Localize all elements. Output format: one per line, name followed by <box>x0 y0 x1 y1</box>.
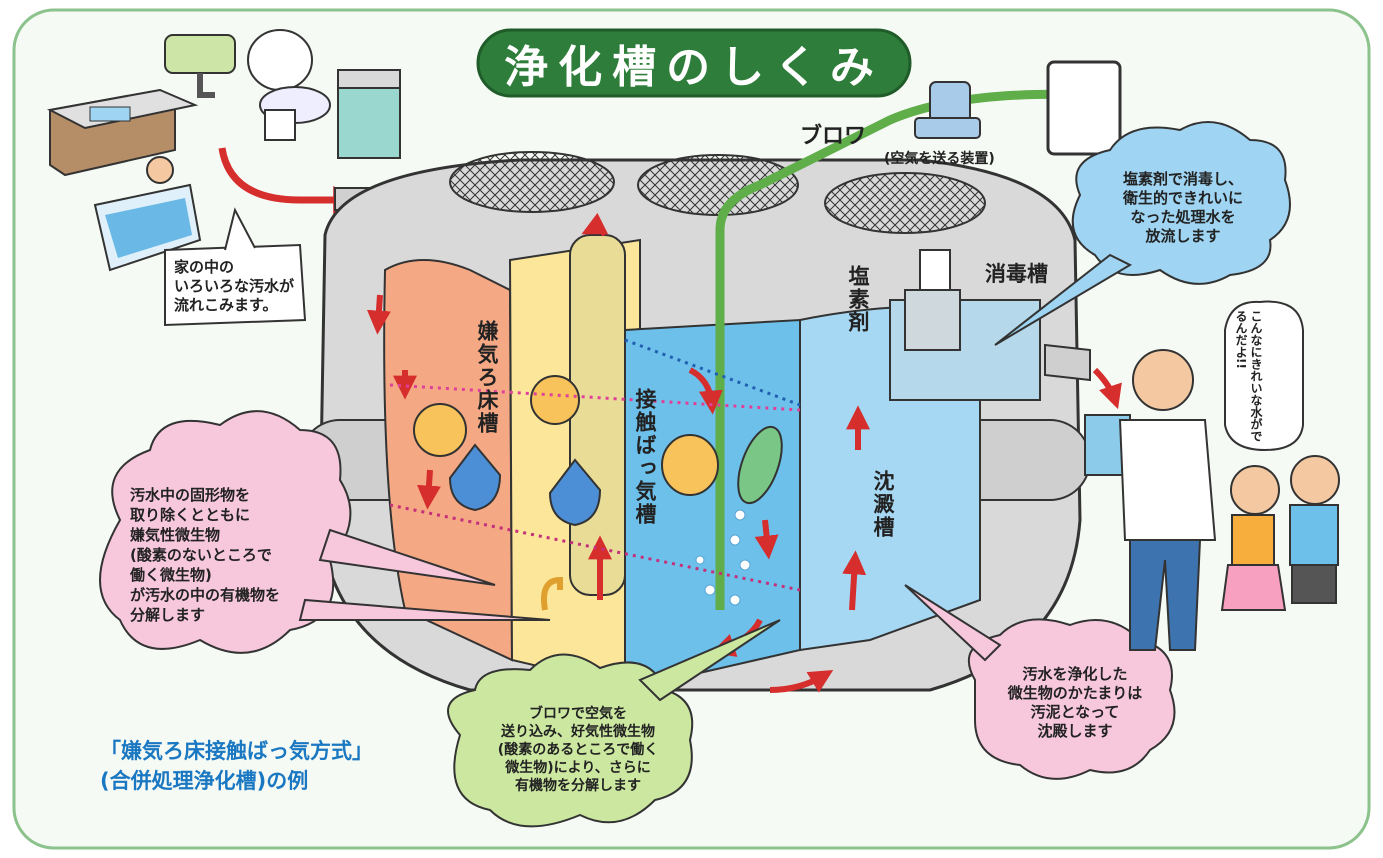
manhole-1 <box>449 151 615 213</box>
disinfect-callout-line: なった処理水を <box>1130 208 1236 226</box>
teacher-speech-bubble <box>1224 300 1304 452</box>
microbe-aerobic-2 <box>737 425 783 505</box>
disinfect-callout-line: 塩素剤で消毒し、 <box>1122 170 1243 188</box>
microbe-drop-1 <box>448 443 502 512</box>
anaerobic-callout-cloud <box>99 410 352 654</box>
washing-machine-icon <box>337 69 401 159</box>
disinfect-callout: 塩素剤で消毒し、 衛生的できれいに なった処理水を 放流します <box>1098 170 1268 246</box>
microbe-aerobic-1 <box>661 434 719 496</box>
page-title: 浄化槽のしくみ <box>504 42 884 93</box>
inflow-callout-line: 家の中の <box>174 258 235 276</box>
caption-line-2: (合併処理浄化槽)の例 <box>100 769 309 793</box>
disinfect-callout-cloud <box>1071 121 1291 285</box>
aerobic-callout-line: 送り込み、好気性微生物 <box>501 724 655 740</box>
toilet-icon <box>247 29 331 141</box>
teacher-speech: こんなにきれいな水がでるんだよ!! <box>1234 310 1263 442</box>
inflow-callout-line: いろいろな汚水が <box>174 277 295 295</box>
microbe-anaerobic-1 <box>413 403 467 457</box>
title-pill <box>476 28 912 98</box>
washbasin-icon <box>164 34 236 98</box>
kitchen-sink-icon <box>46 88 199 177</box>
aerobic-callout-line: ブロワで空気を <box>529 706 627 722</box>
outlet-pipe <box>1044 343 1091 382</box>
inflow-arrow <box>218 147 362 214</box>
outflow-arrow <box>1092 367 1122 410</box>
sedimentation-tank-label: 沈澱槽 <box>871 470 895 539</box>
anaerobic-callout-line: が汚水の中の有機物を <box>130 586 281 604</box>
level-lines <box>389 338 801 592</box>
anaerobic-callout-line: 嫌気性微生物 <box>130 526 221 544</box>
sludge-callout-line: 汚泥となって <box>1030 703 1120 721</box>
anaerobic-callout-line: (酸素のないところで <box>130 546 272 564</box>
aerobic-callout-cloud <box>447 653 694 828</box>
aerobic-callout-line: 微生物)により、さらに <box>505 760 651 776</box>
teacher-figure <box>1118 349 1217 651</box>
sludge-callout-cloud <box>967 618 1176 780</box>
air-pipe <box>715 89 1091 610</box>
aerobic-callout-line: (酸素のあるところで働く <box>497 742 659 758</box>
manhole-2 <box>637 154 799 216</box>
sludge-callout-line: 汚水を浄化した <box>1022 665 1128 683</box>
aerobic-callout-line: 有機物を分解します <box>515 778 641 794</box>
anaerobic-callout-line: 働く微生物) <box>130 566 212 584</box>
disinfection-tank-label: 消毒槽 <box>985 262 1048 286</box>
aerobic-callout: ブロワで空気を 送り込み、好気性微生物 (酸素のあるところで働く 微生物)により… <box>478 705 678 795</box>
chlorine-label: 塩素剤 <box>846 265 870 334</box>
anaerobic-callout: 汚水中の固形物を 取り除くとともに 嫌気性微生物 (酸素のないところで 働く微生… <box>130 485 280 625</box>
anaerobic-callout-line: 取り除くとともに <box>130 506 251 524</box>
disinfect-callout-line: 放流します <box>1145 227 1221 245</box>
power-outlet-icon <box>1046 60 1122 156</box>
disinfect-callout-line: 衛生的できれいに <box>1122 189 1243 207</box>
inflow-callout: 家の中の いろいろな汚水が 流れこみます。 <box>174 258 294 315</box>
microbe-anaerobic-2 <box>530 375 580 425</box>
microbe-drop-2 <box>548 458 602 527</box>
anaerobic-tank-label: 嫌気ろ床槽 <box>475 320 499 435</box>
blower-label: ブロワ <box>800 124 867 149</box>
sludge-callout-line: 微生物のかたまりは <box>1007 684 1143 702</box>
sludge-callout-line: 沈殿します <box>1037 722 1113 740</box>
chlorine-device <box>904 289 961 351</box>
upflow-arrow <box>541 576 563 611</box>
blower-icon <box>914 81 981 139</box>
pipe-cylinder <box>569 234 626 596</box>
aeration-tank-label: 接触ばっ気槽 <box>633 388 657 526</box>
caption-line-1: 「嫌気ろ床接触ばっ気方式」 <box>100 739 373 763</box>
inflow-callout-line: 流れこみます。 <box>174 296 278 314</box>
girl-figure <box>1220 465 1287 611</box>
blower-note: (空気を送る装置) <box>884 151 995 167</box>
anaerobic-callout-line: 分解します <box>130 606 206 624</box>
manhole-3 <box>824 172 986 234</box>
sludge-callout: 汚水を浄化した 微生物のかたまりは 汚泥となって 沈殿します <box>990 665 1160 741</box>
air-bubbles <box>695 509 751 606</box>
boy-figure <box>1289 455 1340 604</box>
anaerobic-callout-line: 汚水中の固形物を <box>130 486 251 504</box>
